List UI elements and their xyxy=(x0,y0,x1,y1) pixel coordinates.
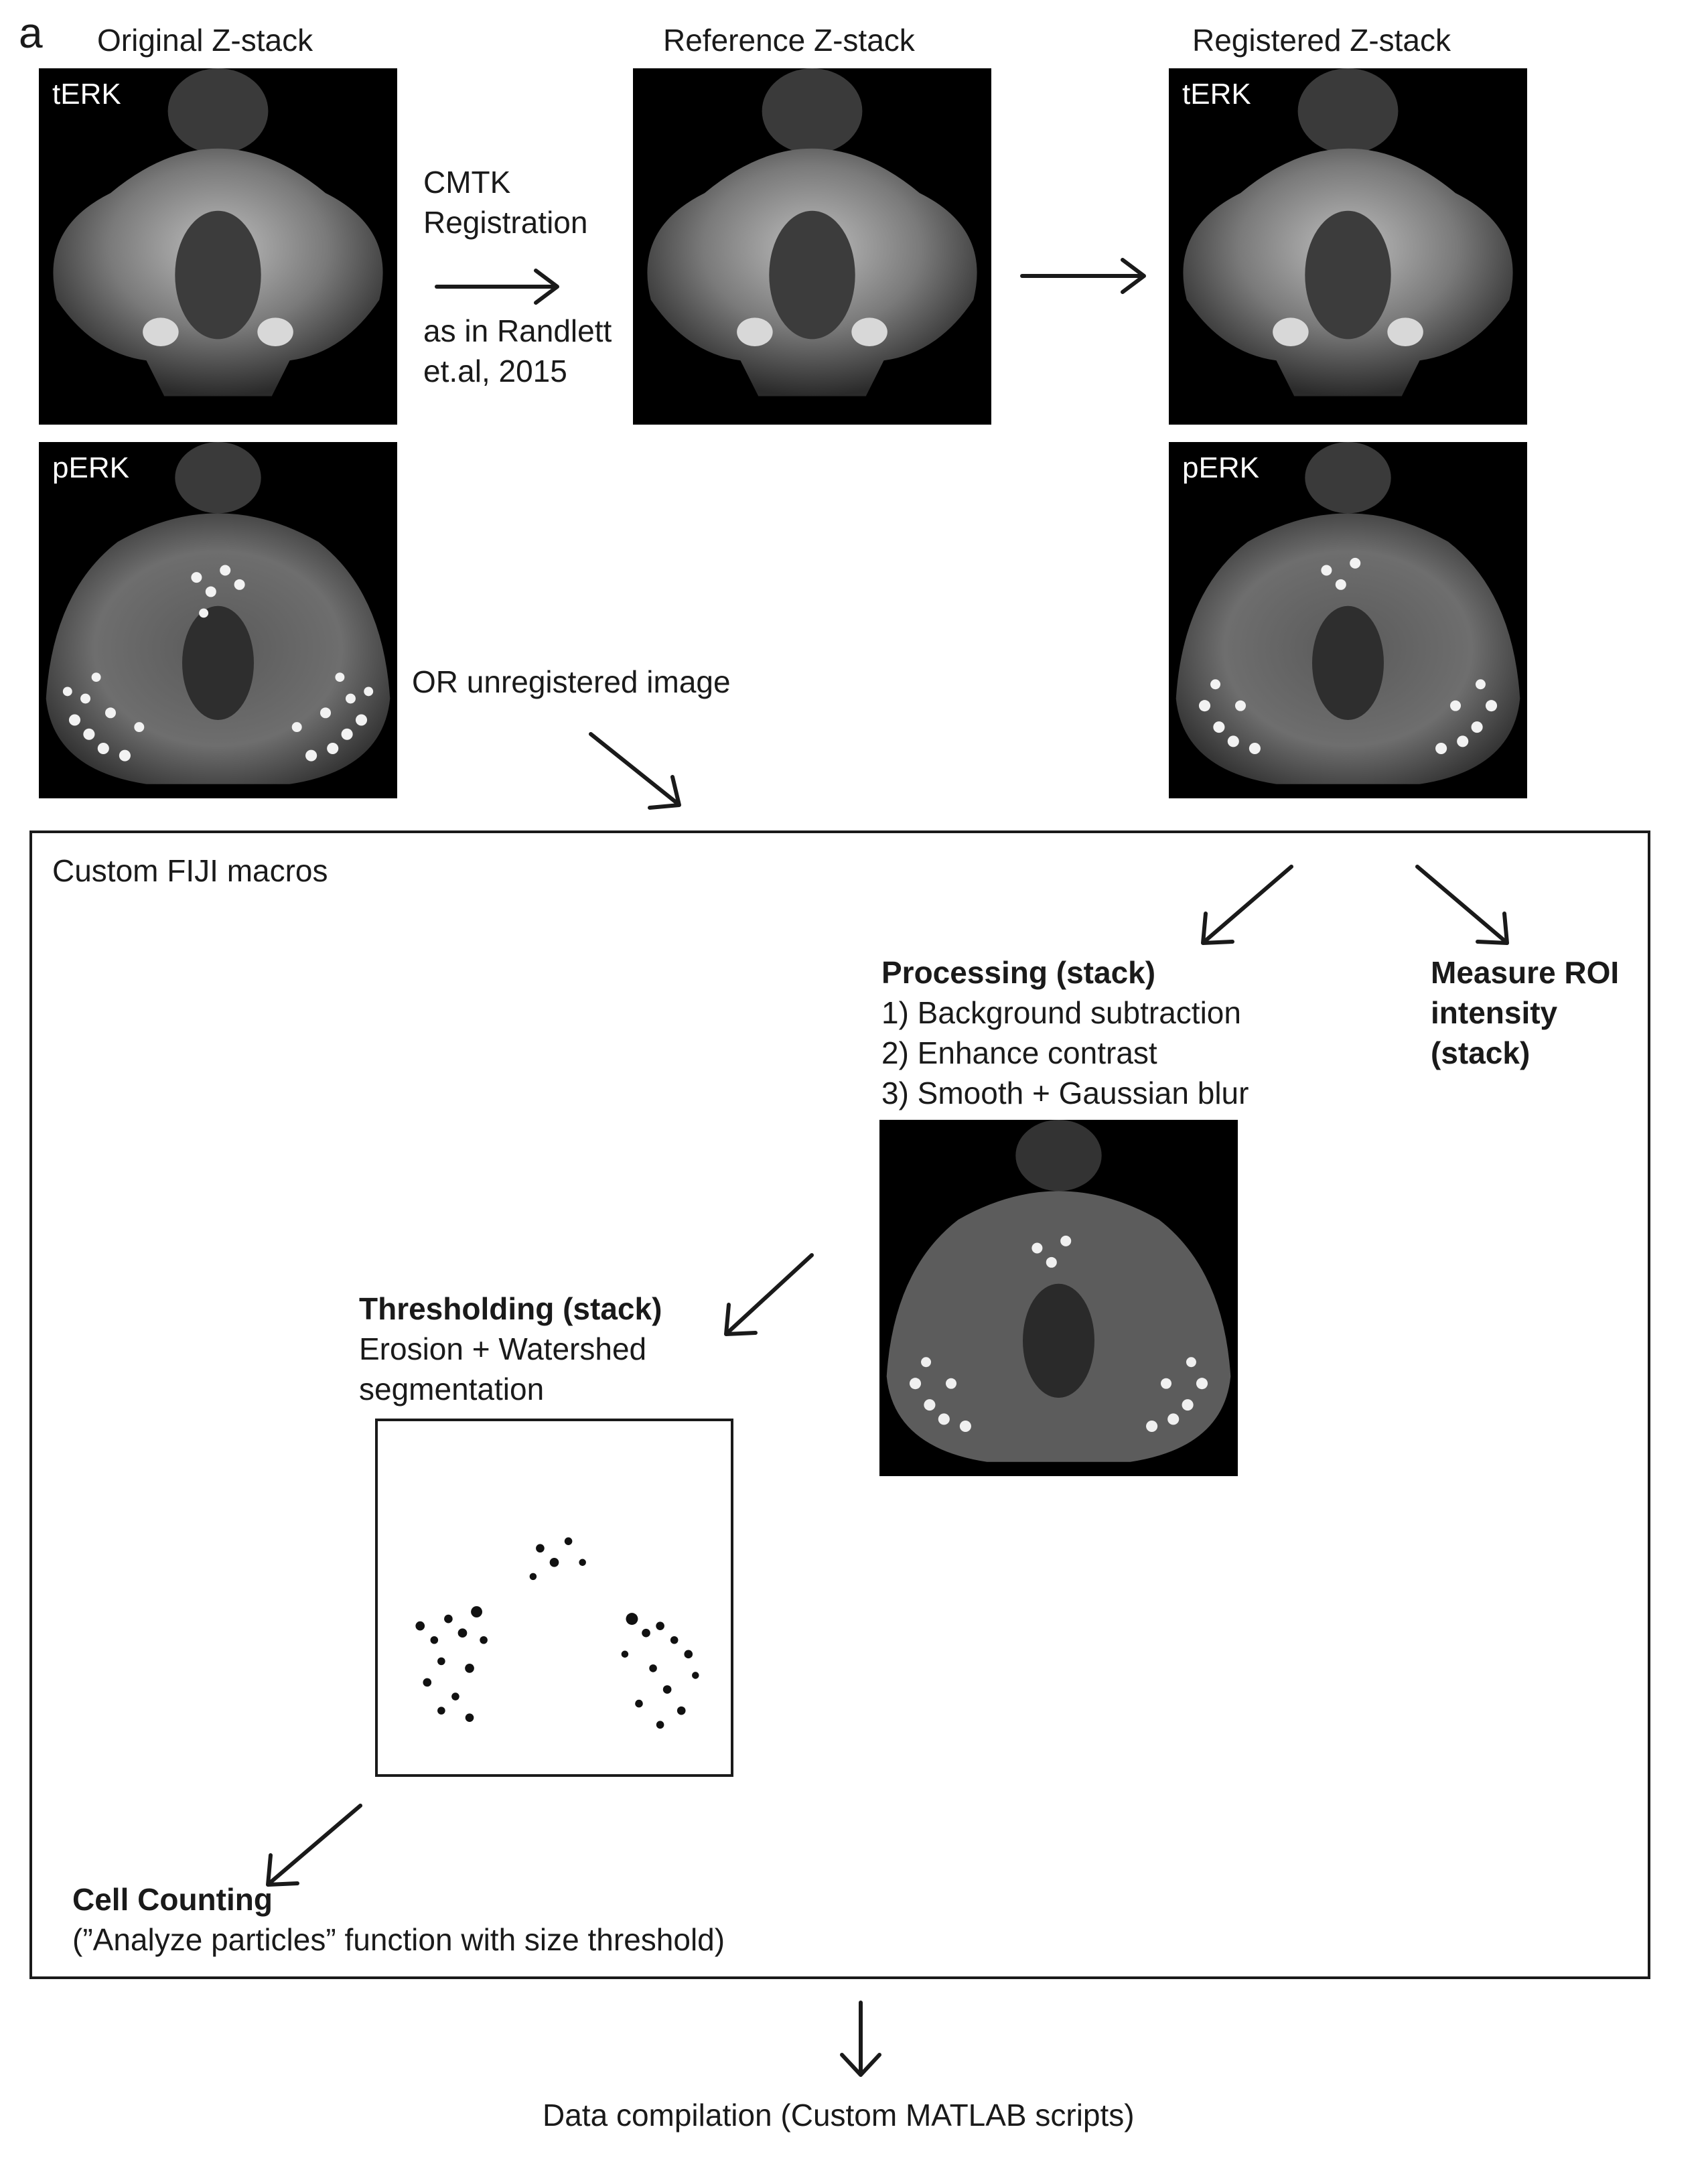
processing-step-2: 2) Enhance contrast xyxy=(881,1035,1157,1070)
brain-registered-terk-graphic xyxy=(1183,68,1513,396)
processed-cells xyxy=(909,1235,1208,1433)
brain-processed-graphic xyxy=(886,1120,1231,1462)
thresholded-image xyxy=(375,1419,733,1777)
arrow-to-registered xyxy=(1020,258,1146,294)
perk-cells xyxy=(62,565,374,762)
registration-line-2: Registration xyxy=(423,205,588,240)
arrow-unregistered-to-fiji xyxy=(589,732,681,810)
processing-step-3: 3) Smooth + Gaussian blur xyxy=(881,1076,1249,1110)
brain-terk-graphic xyxy=(53,68,383,396)
fiji-macros-title: Custom FIJI macros xyxy=(52,853,328,888)
terk-label: tERK xyxy=(52,78,121,111)
processing-title: Processing (stack) xyxy=(881,955,1156,990)
original-terk-image: tERK xyxy=(39,68,397,425)
reference-terk-image xyxy=(633,68,991,425)
perk-label: pERK xyxy=(52,451,129,484)
thresholding-title: Thresholding (stack) xyxy=(359,1291,662,1326)
measure-roi-line-1: Measure ROI xyxy=(1431,955,1620,990)
processing-step-1: 1) Background subtraction xyxy=(881,995,1241,1030)
data-compilation-label: Data compilation (Custom MATLAB scripts) xyxy=(543,2098,1135,2132)
brain-reference-graphic xyxy=(647,68,977,396)
header-original-z-stack: Original Z-stack xyxy=(97,23,313,58)
terk-label: tERK xyxy=(1182,78,1251,111)
fiji-macros-box xyxy=(29,830,1650,1979)
original-perk-image: pERK xyxy=(39,442,397,798)
arrow-registration xyxy=(435,269,559,305)
header-registered-z-stack: Registered Z-stack xyxy=(1192,23,1451,58)
processed-perk-image xyxy=(879,1120,1238,1476)
registered-terk-image: tERK xyxy=(1169,68,1527,425)
registration-line-4: et.al, 2015 xyxy=(423,354,567,388)
brain-perk-graphic xyxy=(46,442,390,784)
arrow-to-data-compilation xyxy=(840,2001,881,2077)
measure-roi-line-2: intensity xyxy=(1431,995,1558,1030)
perk-cells xyxy=(1198,557,1498,755)
thresholded-graphic xyxy=(415,1537,699,1729)
registered-perk-image: pERK xyxy=(1169,442,1527,798)
perk-label: pERK xyxy=(1182,451,1259,484)
thresholding-line-2: segmentation xyxy=(359,1372,545,1406)
header-reference-z-stack: Reference Z-stack xyxy=(663,23,915,58)
panel-letter: a xyxy=(19,9,43,57)
measure-roi-line-3: (stack) xyxy=(1431,1035,1531,1070)
unregistered-option: OR unregistered image xyxy=(412,664,731,699)
brain-registered-perk-graphic xyxy=(1176,442,1520,784)
registration-line-3: as in Randlett xyxy=(423,313,612,348)
thresholding-line-1: Erosion + Watershed xyxy=(359,1331,647,1366)
cell-counting-title: Cell Counting xyxy=(72,1882,273,1917)
segmented-cells xyxy=(415,1537,699,1729)
cell-counting-description: (”Analyze particles” function with size … xyxy=(72,1922,725,1957)
registration-line-1: CMTK xyxy=(423,165,511,200)
